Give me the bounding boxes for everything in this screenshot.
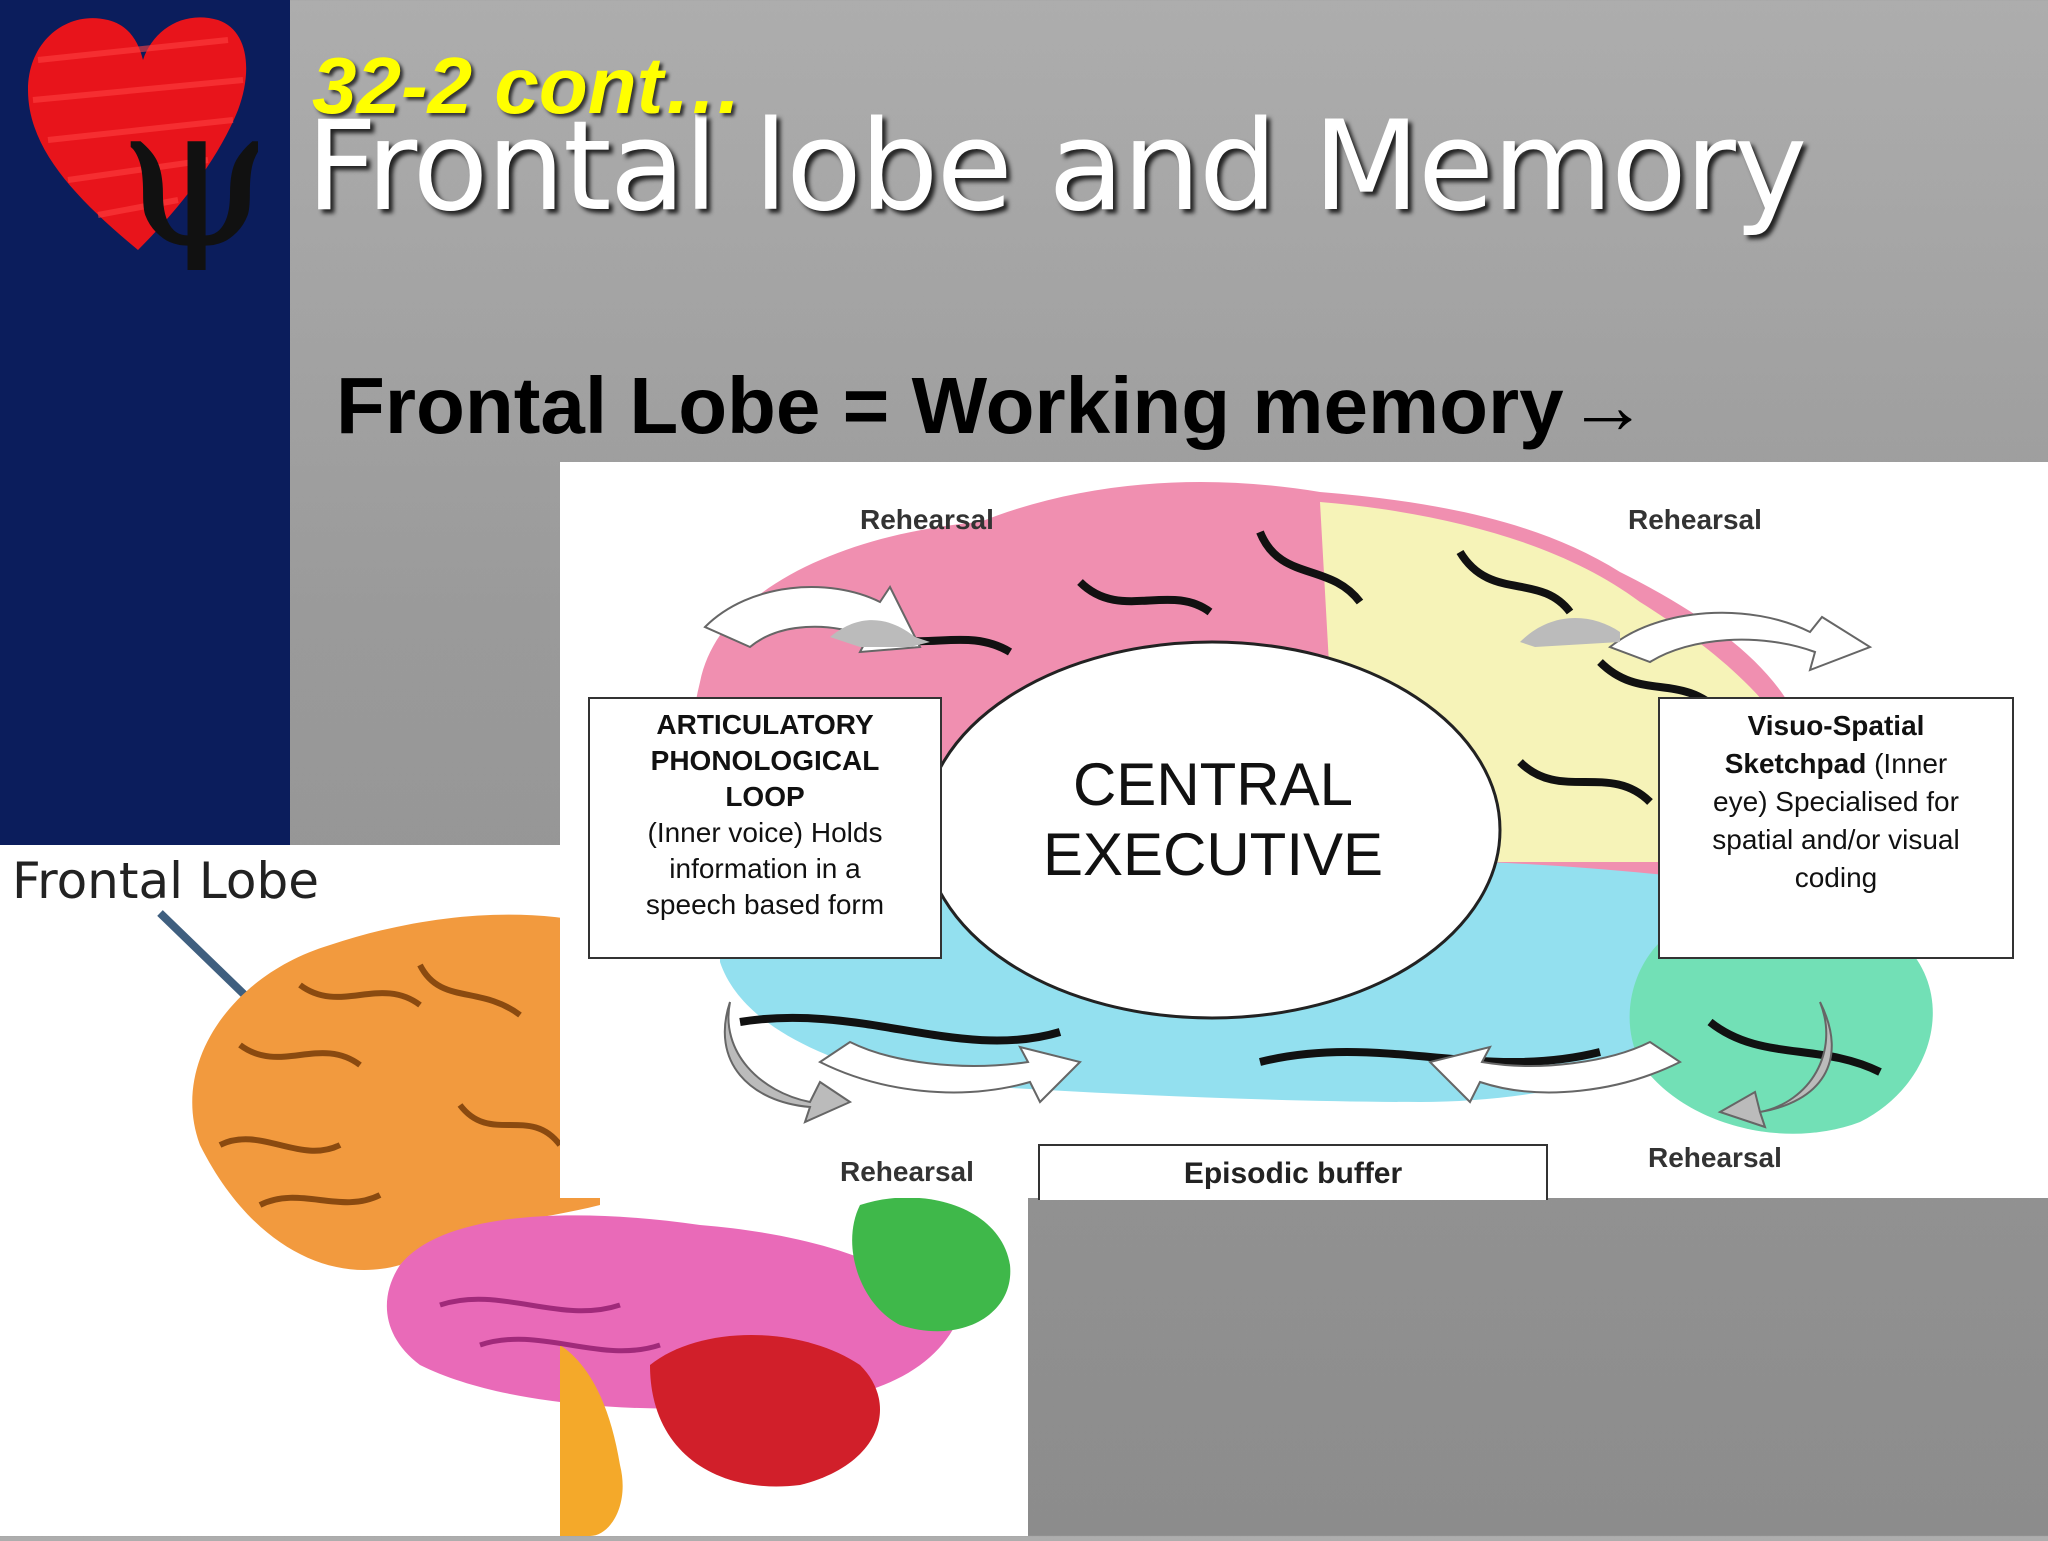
psi-heart-logo: ψ	[28, 17, 258, 270]
loop-line-6: speech based form	[645, 889, 885, 920]
sketchpad-line-4: spatial and/or visual	[1712, 824, 1960, 855]
sketchpad-box: Visuo-Spatial Sketchpad (Inner eye) Spec…	[1658, 697, 2014, 959]
brain-illustration	[157, 910, 1011, 1536]
rehearsal-top-right: Rehearsal	[1628, 504, 1762, 535]
sketchpad-line-5: coding	[1794, 862, 1878, 893]
rehearsal-top-left: Rehearsal	[860, 504, 994, 535]
slide-heading: Frontal Lobe = Working memory→	[336, 360, 1648, 452]
loop-line-1: ARTICULATORY	[656, 709, 874, 740]
loop-line-2: PHONOLOGICAL	[650, 745, 880, 776]
slide-subtitle: 32-2 cont…	[312, 41, 744, 130]
loop-line-5: information in a	[669, 853, 861, 884]
sketchpad-line-2-rest: (Inner	[1866, 748, 1948, 779]
central-line-1: CENTRAL	[1072, 751, 1354, 818]
svg-text:ψ: ψ	[118, 60, 258, 270]
rehearsal-bottom-right: Rehearsal	[1648, 1142, 1782, 1173]
sketchpad-line-2: Sketchpad (Inner	[1660, 745, 2012, 783]
heading-text: Frontal Lobe = Working memory	[336, 361, 1564, 450]
working-memory-diagram: Rehearsal Rehearsal Rehearsal Rehearsal …	[560, 462, 2048, 1200]
arrow-right-icon: →	[1567, 361, 1648, 450]
central-line-2: EXECUTIVE	[1042, 821, 1384, 888]
loop-line-4: (Inner voice) Holds	[647, 817, 883, 848]
central-executive-label: CENTRAL EXECUTIVE	[1008, 750, 1418, 890]
episodic-buffer-box: Episodic buffer	[1038, 1144, 1548, 1200]
sketchpad-line-1: Visuo-Spatial	[1747, 710, 1925, 741]
slide-title: Frontal lobe and Memory	[306, 95, 1807, 239]
rehearsal-bottom-left: Rehearsal	[840, 1156, 974, 1187]
sketchpad-line-2-bold: Sketchpad	[1724, 748, 1867, 779]
loop-line-3: LOOP	[725, 781, 805, 812]
frontal-lobe-label: Frontal Lobe	[12, 852, 319, 910]
phonological-loop-box: ARTICULATORY PHONOLOGICAL LOOP (Inner vo…	[588, 697, 942, 959]
sketchpad-line-3: eye) Specialised for	[1713, 786, 1959, 817]
